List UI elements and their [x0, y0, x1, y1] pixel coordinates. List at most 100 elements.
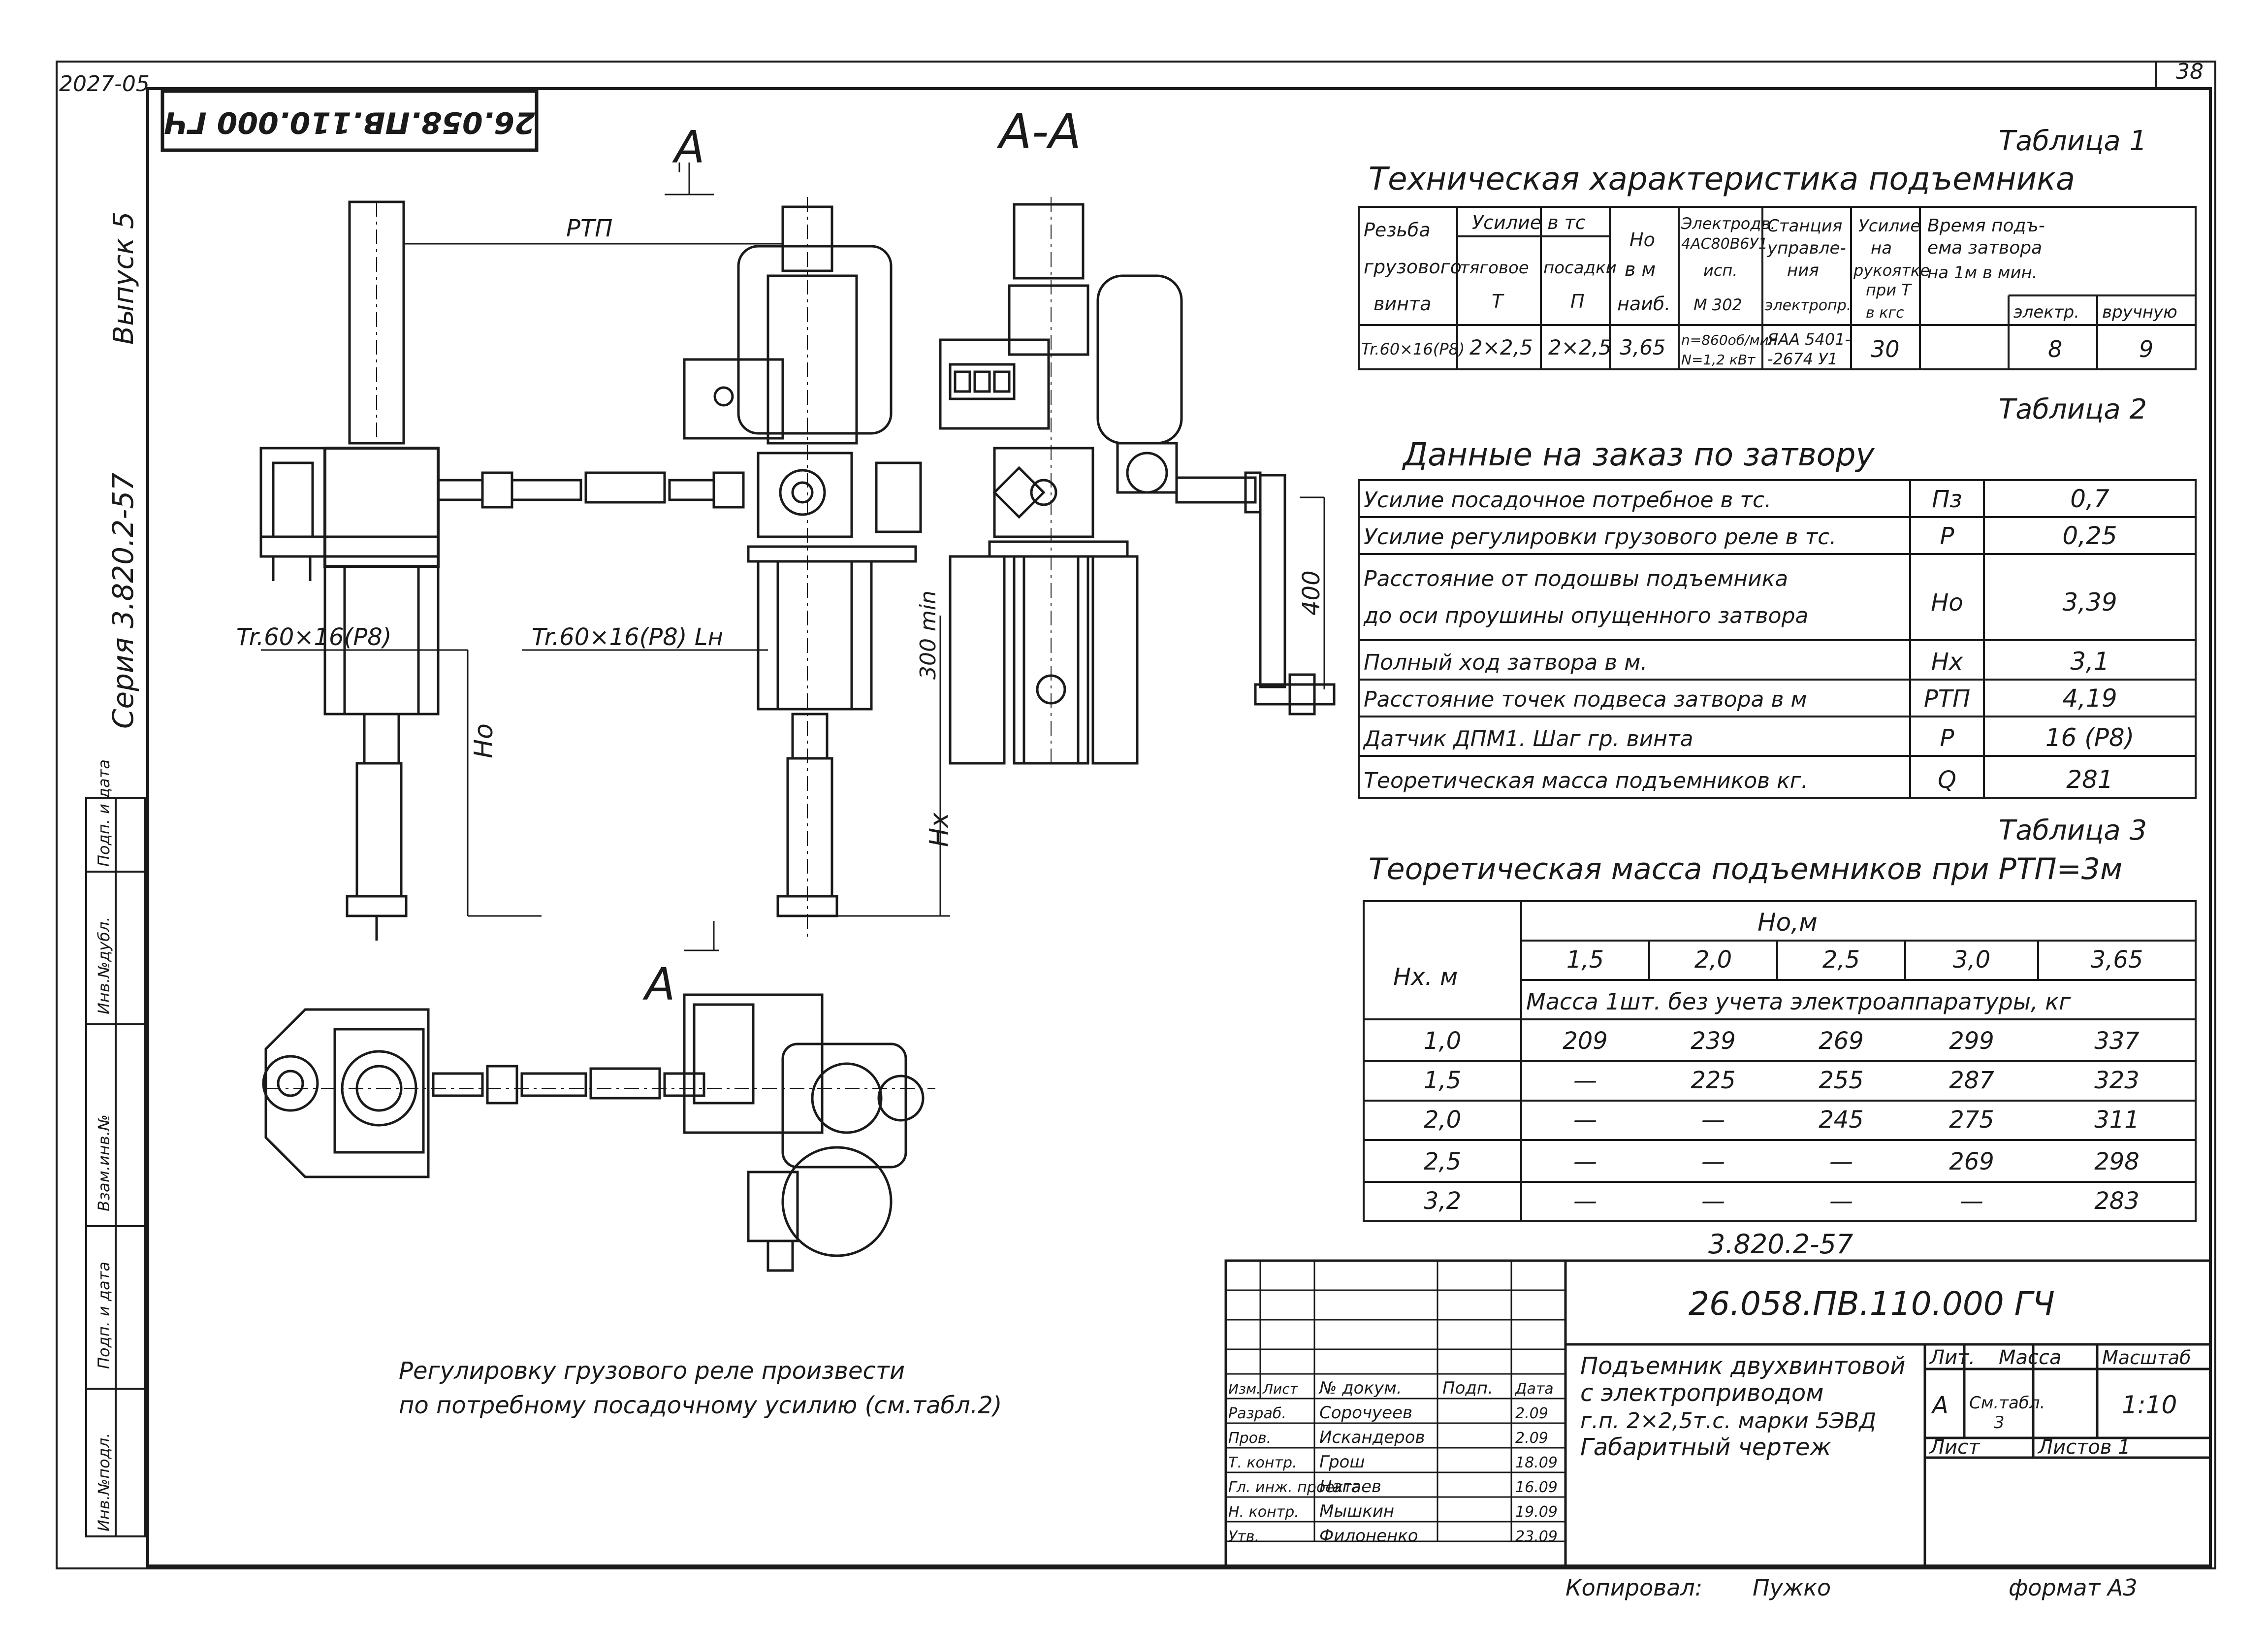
- t2-row-sym: Р: [1940, 522, 1954, 550]
- t1-h-ho-0: Но: [1629, 229, 1655, 251]
- series-label: Серия 3.820.2-57: [106, 473, 140, 729]
- t3-ho-value: 2,5: [1822, 946, 1860, 974]
- dimension-lines: [261, 163, 1325, 951]
- t3-mass-value: —: [1573, 1187, 1597, 1215]
- t3-h-hx: Нх. м: [1393, 963, 1458, 991]
- t3-mass-value: 287: [1949, 1067, 1994, 1094]
- t1-h-handle-1: на: [1871, 238, 1892, 258]
- t1-row-motor-1: N=1,2 кВт: [1681, 352, 1756, 368]
- thread-left-label: Tr.60×16(P8): [236, 623, 392, 651]
- t1-row-station-0: ЯАА 5401-: [1767, 330, 1851, 349]
- t3-hx-value: 2,5: [1424, 1148, 1461, 1175]
- tb-hdr-4: Дата: [1514, 1380, 1554, 1398]
- tb-name-0: Подъемник двухвинтовой: [1580, 1352, 1905, 1380]
- table2-title: Данные на заказ по затвору: [1402, 437, 1875, 473]
- t3-ho-value: 1,5: [1566, 946, 1604, 974]
- front-view: [259, 197, 922, 941]
- t1-h-time-1: ема затвора: [1927, 238, 2042, 258]
- t2-row-val: 281: [2066, 765, 2113, 794]
- thread-mid-label: Tr.60×16(P8) Lн: [532, 623, 723, 651]
- t3-mass-value: 239: [1691, 1027, 1736, 1055]
- tb-sig-name: Искандеров: [1319, 1428, 1425, 1447]
- t3-mass-value: 275: [1949, 1106, 1994, 1134]
- tb-sig-role: Гл. инж. проекта: [1228, 1479, 1361, 1496]
- sheet-frame: [56, 61, 2216, 1569]
- t1-h-traction-1: Т: [1492, 291, 1504, 312]
- dim-400-label: 400: [1298, 570, 1325, 616]
- t3-ho-value: 3,65: [2091, 946, 2143, 974]
- t1-h-motor-2: исп.: [1703, 261, 1737, 280]
- t2-row-val: 0,25: [2062, 521, 2117, 550]
- table3-caption: Таблица 3: [1999, 814, 2147, 847]
- t1-row-thread: Tr.60×16(P8): [1361, 340, 1465, 358]
- t2-row-val: 0,7: [2070, 485, 2109, 513]
- t2-row-val: 16 (Р8): [2045, 723, 2135, 752]
- tb-sig-name: Сорочуеев: [1319, 1403, 1412, 1423]
- t2-row-label: Датчик ДПМ1. Шаг гр. винта: [1363, 726, 1693, 751]
- table2: Таблица 2 Данные на заказ по затвору Уси…: [1358, 393, 2197, 799]
- t2-row-label: Теоретическая масса подъемников кг.: [1364, 768, 1808, 793]
- t2-row-sym: Нх: [1931, 648, 1963, 676]
- t3-subheader: Масса 1шт. без учета электроаппаратуры, …: [1526, 988, 2071, 1015]
- tb-sheet: Лист: [1929, 1436, 1981, 1459]
- t1-h-manual: вручную: [2102, 302, 2177, 322]
- stamp-label-3: Инв.№дубл.: [95, 916, 113, 1014]
- t3-mass-value: —: [1573, 1067, 1597, 1094]
- left-stamp: [85, 797, 146, 1537]
- stamp-label-0: Инв.№подл.: [95, 1433, 113, 1531]
- t1-h-ho-1: в м: [1625, 259, 1656, 280]
- plan-view: [262, 993, 935, 1272]
- tb-sig-role: Т. контр.: [1228, 1454, 1297, 1471]
- t1-row-handle: 30: [1871, 336, 1900, 362]
- tb-sheets: Листов 1: [2037, 1436, 2131, 1459]
- tb-sig-date: 2.09: [1515, 1405, 1548, 1422]
- rtp-label: РТП: [566, 215, 612, 242]
- t2-row-sym: Но: [1931, 589, 1963, 617]
- rotated-doc-code: 26.058.ПВ.110.000 ГЧ: [164, 105, 535, 139]
- tb-sig-date: 18.09: [1515, 1454, 1558, 1471]
- t1-h-station-0: Станция: [1767, 216, 1842, 236]
- t3-mass-value: 209: [1563, 1027, 1608, 1055]
- table1-title: Техническая характеристика подъемника: [1369, 161, 2075, 197]
- tb-scale: 1:10: [2122, 1391, 2177, 1419]
- section-aa: [939, 197, 1336, 768]
- t3-mass-value: 298: [2094, 1148, 2140, 1175]
- tb-sig-role: Утв.: [1228, 1528, 1259, 1545]
- t3-mass-value: —: [1829, 1187, 1853, 1215]
- section-mark-bottom: А: [642, 959, 675, 1010]
- tb-hdr-1: Лист: [1262, 1381, 1298, 1397]
- t1-h-station-1: управле-: [1767, 238, 1846, 258]
- t2-row-val: 4,19: [2062, 684, 2117, 713]
- t1-h-motor-3: М 302: [1693, 295, 1742, 314]
- t3-hx-value: 1,5: [1424, 1067, 1461, 1094]
- t3-mass-value: —: [1701, 1106, 1725, 1134]
- t1-h-handle-3: при Т: [1866, 281, 1912, 299]
- tb-doc-code: 26.058.ПВ.110.000 ГЧ: [1689, 1285, 2055, 1323]
- t1-h-station-3: электропр.: [1765, 297, 1851, 314]
- tb-hdr-2: № докум.: [1318, 1378, 1402, 1398]
- t1-h-handle-0: Усилие: [1858, 216, 1920, 236]
- tb-sig-name: Грош: [1319, 1452, 1365, 1472]
- tb-sig-date: 16.09: [1515, 1479, 1558, 1496]
- tb-sig-role: Пров.: [1228, 1430, 1271, 1447]
- t3-h-ho: Но,м: [1757, 908, 1818, 937]
- copied-name: Пужко: [1753, 1574, 1831, 1601]
- t1-h-elec: электр.: [2013, 302, 2079, 322]
- t2-row-sym: РТП: [1924, 685, 1970, 713]
- tb-sig-role: Н. контр.: [1228, 1503, 1299, 1521]
- tb-name-2: г.п. 2×2,5т.с. марки 5ЭВД: [1580, 1408, 1876, 1434]
- format-label: формат А3: [2009, 1574, 2138, 1601]
- tb-sig-role: Разраб.: [1228, 1405, 1286, 1422]
- tb-mass-1: 3: [1994, 1413, 2005, 1433]
- table3-title: Теоретическая масса подъемников при РТП=…: [1369, 852, 2122, 886]
- ho-label: Но: [469, 723, 499, 758]
- t2-row-label: Расстояние точек подвеса затвора в м: [1364, 687, 1807, 712]
- t3-mass-value: 311: [2094, 1106, 2140, 1134]
- t3-hx-value: 3,2: [1424, 1187, 1461, 1215]
- tb-sig-date: 19.09: [1515, 1503, 1558, 1521]
- tb-hdr-0: Изм.: [1228, 1381, 1261, 1397]
- t2-row-label: Усилие посадочное потребное в тс.: [1364, 488, 1771, 513]
- t1-h-ho-2: наиб.: [1617, 293, 1670, 315]
- stamp-label-1: Подп. и дата: [95, 1262, 113, 1369]
